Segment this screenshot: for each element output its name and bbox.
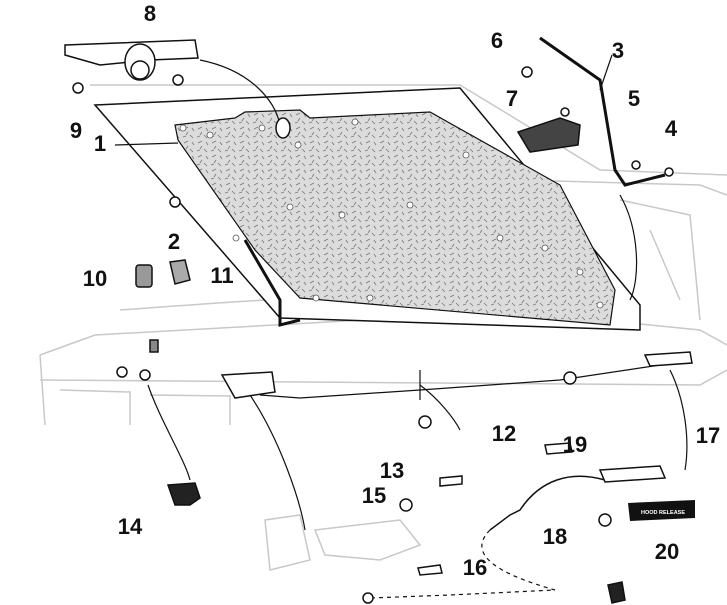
label-9: 9	[70, 118, 82, 143]
label-12: 12	[492, 421, 516, 446]
hood-release-text: HOOD RELEASE	[641, 510, 685, 516]
label-14: 14	[118, 514, 143, 539]
part-number-labels: 8 6 3 7 5 4 9 1 2 10 11 12 19 17 13 15 1…	[70, 1, 720, 580]
hood-prop-rod	[243, 239, 301, 327]
label-10: 10	[83, 266, 107, 291]
label-15: 15	[362, 483, 386, 508]
label-4: 4	[665, 116, 678, 141]
leader-lines	[114, 54, 688, 531]
clip-20	[607, 581, 626, 604]
adjuster-plug	[135, 264, 153, 288]
hood-release-handle: HOOD RELEASE	[628, 500, 695, 521]
label-2: 2	[168, 229, 180, 254]
latch-support-ghost	[264, 514, 422, 571]
label-18: 18	[543, 524, 567, 549]
hood-latch	[64, 39, 291, 139]
label-16: 16	[463, 555, 487, 580]
latch-assembly	[220, 371, 276, 399]
hood-release-cable	[489, 475, 606, 531]
clip-14	[166, 482, 201, 506]
label-20: 20	[655, 539, 679, 564]
label-13: 13	[380, 458, 404, 483]
label-7: 7	[506, 86, 518, 111]
hood-bumper	[516, 117, 581, 153]
hinge-bracket	[539, 36, 666, 187]
label-11: 11	[210, 263, 233, 288]
label-8: 8	[144, 1, 156, 26]
label-3: 3	[612, 38, 624, 63]
label-1: 1	[94, 131, 106, 156]
hood-insulation-pad	[174, 109, 616, 326]
label-17: 17	[696, 423, 720, 448]
label-6: 6	[491, 28, 503, 53]
hood-panel	[93, 87, 641, 331]
clip	[169, 259, 191, 285]
label-5: 5	[628, 86, 640, 111]
bolt	[72, 66, 674, 208]
label-19: 19	[563, 432, 587, 457]
